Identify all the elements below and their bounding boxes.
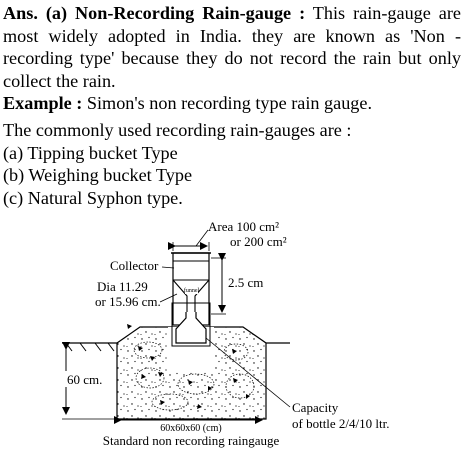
area-label-1: Area 100 cm² — [208, 219, 279, 234]
funnel-label: funnel — [184, 287, 200, 294]
capacity-label-1: Capacity — [292, 400, 339, 415]
funnel — [172, 279, 210, 312]
list-item-weighing: (b) Weighing bucket Type — [3, 165, 193, 185]
size-label: 60x60x60 (cm) — [160, 423, 221, 434]
answer-paragraph: Ans. (a) Non-Recording Rain-gauge : This… — [3, 2, 461, 92]
dia-label-2: or 15.96 cm. — [95, 294, 161, 309]
list-item-tipping: (a) Tipping bucket Type — [3, 143, 178, 163]
example-line: Example : Simon's non recording type rai… — [3, 92, 372, 115]
aggregate-marks — [127, 324, 250, 409]
ground-hatch — [65, 342, 115, 352]
example-text: Simon's non recording type rain gauge. — [86, 93, 372, 113]
dia-label-1: Dia 11.29 — [97, 279, 148, 294]
capacity-label-2: of bottle 2/4/10 ltr. — [292, 416, 390, 431]
depth-label: 60 cm. — [67, 372, 102, 387]
collector-label: Collector — [110, 258, 159, 273]
list-item-syphon: (c) Natural Syphon type. — [3, 188, 183, 208]
list-intro: The commonly used recording rain-gauges … — [3, 120, 352, 140]
area-label-2: or 200 cm² — [230, 234, 287, 249]
example-label: Example : — [3, 93, 83, 113]
raingauge-diagram: funnel Area 100 cm² or 200 cm² 2.5 cm Co… — [62, 219, 390, 448]
answer-body: This rain-gauge are most widely adopted … — [3, 3, 461, 91]
collection-bottle — [175, 312, 207, 344]
height-label: 2.5 cm — [228, 275, 263, 290]
diagram-caption: Standard non recording raingauge — [103, 433, 280, 448]
answer-heading: Ans. (a) Non-Recording Rain-gauge : — [3, 3, 306, 23]
aggregate-blobs — [133, 341, 255, 411]
